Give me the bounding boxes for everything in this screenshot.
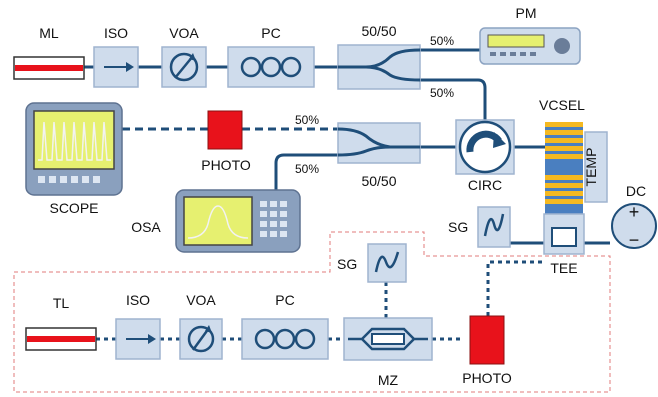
mz-interferometer-arms <box>348 327 428 351</box>
label-voa-1: VOA <box>169 25 199 41</box>
mz-electrode <box>371 333 405 345</box>
pc-loop-icon <box>240 56 262 78</box>
voa-circle-icon <box>169 52 199 82</box>
label-temp: TEMP <box>583 148 599 187</box>
label-split-out-top: 50% <box>430 34 454 48</box>
pc-loop-icon <box>260 56 282 78</box>
spectrum-trace <box>187 205 249 239</box>
pc-loop-icon <box>280 56 302 78</box>
label-sg-2: SG <box>337 256 357 272</box>
isolator-arrowhead-icon <box>148 334 156 344</box>
label-splitter-2: 50/50 <box>361 173 396 189</box>
ml-laser-beam <box>15 65 83 71</box>
dc-source <box>611 203 657 249</box>
label-mz: MZ <box>378 372 399 388</box>
label-pc-2: PC <box>275 292 294 308</box>
label-voa-2: VOA <box>186 292 216 308</box>
circulator-arrowhead-icon <box>493 132 506 148</box>
bias-tee-element <box>551 227 577 247</box>
splitter-2-lower-arm <box>337 145 391 157</box>
isolator-arrowhead-icon <box>126 62 134 72</box>
fiber-splitter2-to-osa <box>274 153 338 190</box>
photodetector-2 <box>469 315 505 365</box>
voa-slash-icon <box>174 55 194 79</box>
pulse-train-trace <box>38 121 111 161</box>
osa-keypad <box>260 201 287 237</box>
label-photo-2: PHOTO <box>462 370 512 386</box>
photodetector-1 <box>207 110 243 150</box>
label-photo-1: PHOTO <box>201 157 251 173</box>
label-osa: OSA <box>131 219 161 235</box>
sine-wave-icon <box>374 251 400 273</box>
label-tl: TL <box>53 295 70 311</box>
label-ml: ML <box>39 25 59 41</box>
label-pc-1: PC <box>261 25 280 41</box>
label-split2-in-top: 50% <box>295 113 319 127</box>
label-vcsel: VCSEL <box>539 97 585 113</box>
label-circ: CIRC <box>468 177 502 193</box>
label-pm: PM <box>516 5 537 21</box>
modulation-section-boundary <box>13 231 611 393</box>
vcsel <box>545 122 583 214</box>
label-tee: TEE <box>550 260 577 276</box>
label-split2-in-bottom: 50% <box>295 162 319 176</box>
wire-photo-to-tee <box>486 260 544 316</box>
power-meter-knob-icon <box>554 38 570 54</box>
label-iso-2: ISO <box>126 292 150 308</box>
label-dc: DC <box>626 183 646 199</box>
dc-minus-sign: − <box>629 230 640 250</box>
dc-plus-sign: + <box>629 202 640 222</box>
splitter-1-lower-arm <box>365 65 421 82</box>
sine-wave-icon <box>483 213 505 237</box>
fiber-splitter-to-circ <box>420 78 487 120</box>
pc-loop-icon <box>294 328 316 350</box>
label-sg-1: SG <box>448 219 468 235</box>
voa-slash-icon <box>191 327 211 351</box>
label-splitter-1: 50/50 <box>361 23 396 39</box>
temperature-controller <box>584 131 608 203</box>
voa-circle-icon <box>187 325 215 353</box>
pc-loop-icon <box>254 328 276 350</box>
voa-arrow-icon <box>189 53 196 61</box>
label-iso-1: ISO <box>104 25 128 41</box>
pc-loop-icon <box>274 328 296 350</box>
label-split-out-bottom: 50% <box>430 86 454 100</box>
tl-laser-beam <box>27 336 95 342</box>
power-meter-display <box>487 34 545 48</box>
voa-arrow-icon <box>205 325 212 333</box>
label-scope: SCOPE <box>49 200 98 216</box>
